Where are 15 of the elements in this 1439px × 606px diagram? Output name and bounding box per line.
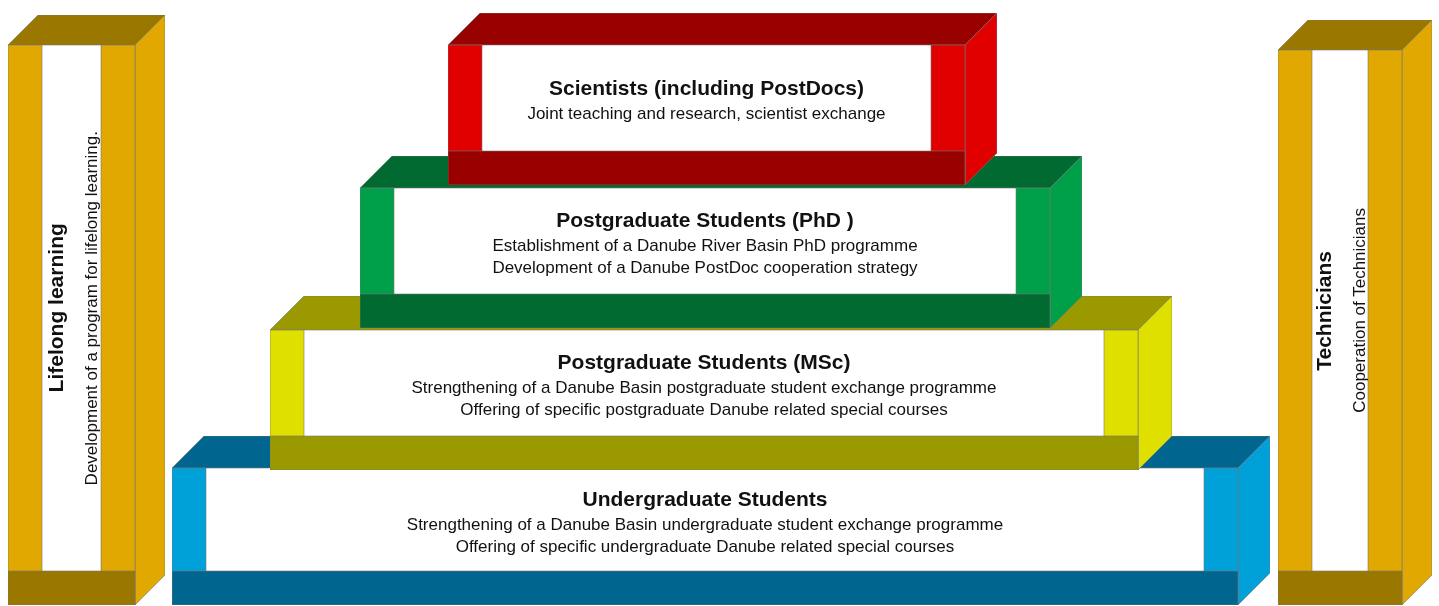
- box-text: Strengthening of a Danube Basin undergraduate student exchange programme: [406, 513, 1004, 536]
- box-heading: Postgraduate Students (MSc): [557, 349, 851, 375]
- box-heading: Lifelong learning: [42, 222, 68, 395]
- box-text: Offering of specific undergraduate Danube related special courses: [455, 535, 955, 558]
- box-text: Establishment of a Danube River Basin PhD programme: [492, 235, 918, 257]
- box-text: Strengthening of a Danube Basin postgraduate student exchange programme: [411, 377, 997, 399]
- box-text: Offering of specific postgraduate Danube related special courses: [460, 399, 948, 421]
- box-text: Development of a program for lifelong learning.: [80, 130, 102, 486]
- box-text: Cooperation of Technicians: [1349, 208, 1370, 413]
- box-heading: Scientists (including PostDocs): [548, 75, 864, 101]
- box-heading: Postgraduate Students (PhD ): [556, 207, 854, 233]
- box-heading: Undergraduate Students: [582, 485, 828, 512]
- box-text: Development of a Danube PostDoc cooperation strategy: [492, 257, 918, 279]
- box-heading: Technicians: [1311, 249, 1336, 373]
- box-text: Joint teaching and research, scientist exchange: [527, 103, 886, 125]
